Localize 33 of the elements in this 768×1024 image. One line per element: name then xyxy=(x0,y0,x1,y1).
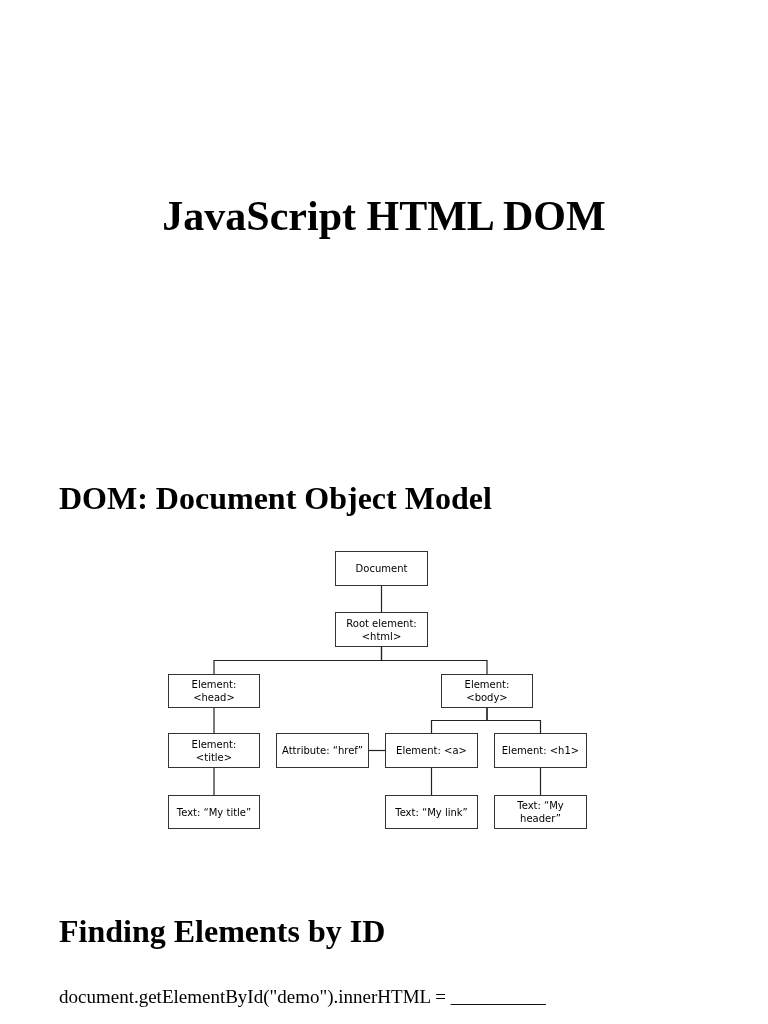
tree-node-box xyxy=(494,795,587,829)
tree-node-box xyxy=(335,612,428,647)
tree-node-box xyxy=(441,674,533,708)
tree-node-box xyxy=(168,674,260,708)
node-label: Text: “My header” xyxy=(516,799,565,825)
tree-node-box xyxy=(385,795,478,829)
connector-line xyxy=(486,707,542,734)
tree-node-box xyxy=(385,733,478,768)
connector-line xyxy=(430,767,433,796)
node-label: Element: <title> xyxy=(190,737,238,764)
connector-line xyxy=(213,707,215,734)
connector-line xyxy=(539,767,542,796)
section-heading: Finding Elements by ID xyxy=(59,912,386,951)
node-label: Text: “My title” xyxy=(176,805,252,819)
tree-node-box xyxy=(335,551,428,586)
node-label: Element: <a> xyxy=(396,744,467,757)
node-label: Document xyxy=(355,562,408,575)
page-title: JavaScript HTML DOM xyxy=(161,192,607,241)
node-label: Element: <head> xyxy=(190,678,238,704)
connector-line xyxy=(380,646,488,675)
connector-line xyxy=(213,767,215,796)
code-line: document.getElementById("demo").innerHTML = __________ xyxy=(59,985,546,1009)
tree-node-box xyxy=(168,733,260,768)
node-label: Element: <h1> xyxy=(501,744,580,757)
tree-node-box xyxy=(276,733,369,768)
node-label: Element: <body> xyxy=(463,678,511,704)
tree-node-box xyxy=(494,733,587,768)
connector-line xyxy=(380,585,383,613)
node-label: Root element: <html> xyxy=(345,616,418,643)
node-label: Attribute: “href” xyxy=(282,744,363,757)
section-heading: DOM: Document Object Model xyxy=(59,479,492,518)
tree-node-box xyxy=(168,795,260,829)
node-label: Text: “My link” xyxy=(395,805,468,819)
